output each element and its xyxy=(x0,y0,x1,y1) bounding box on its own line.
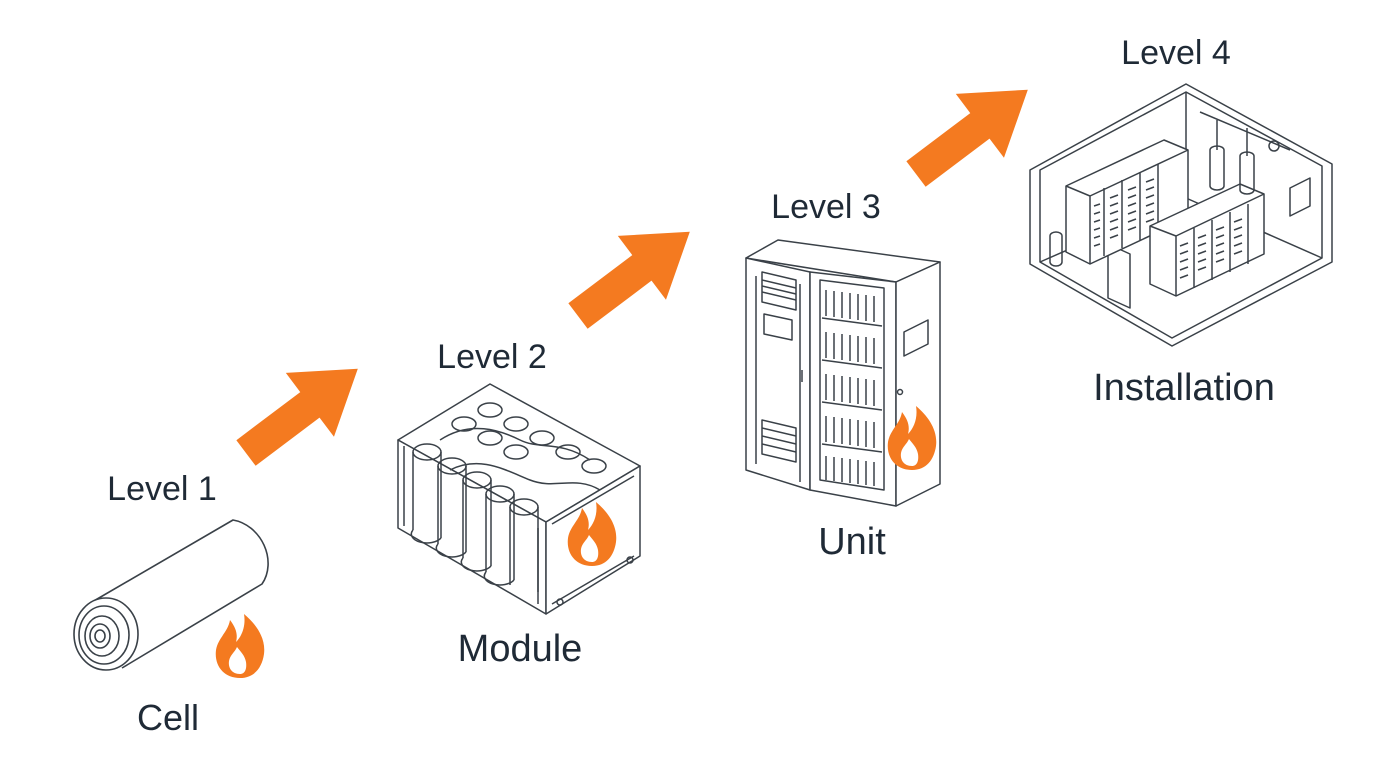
installation-label: Installation xyxy=(1093,367,1275,409)
arrow-icon xyxy=(891,57,1052,206)
level-1-label: Level 1 xyxy=(107,470,217,508)
flame-icon xyxy=(215,614,265,678)
level-2-label: Level 2 xyxy=(437,338,547,376)
cell-label: Cell xyxy=(137,697,199,738)
unit-label: Unit xyxy=(818,521,886,563)
level-4-label: Level 4 xyxy=(1121,34,1231,72)
module-label: Module xyxy=(458,628,583,670)
battery-module-icon xyxy=(397,383,641,615)
level-3-label: Level 3 xyxy=(771,188,881,226)
battery-cell-icon xyxy=(73,519,269,671)
arrow-icon xyxy=(221,336,382,485)
installation-room-icon xyxy=(1029,83,1333,347)
arrow-icon xyxy=(553,199,714,348)
